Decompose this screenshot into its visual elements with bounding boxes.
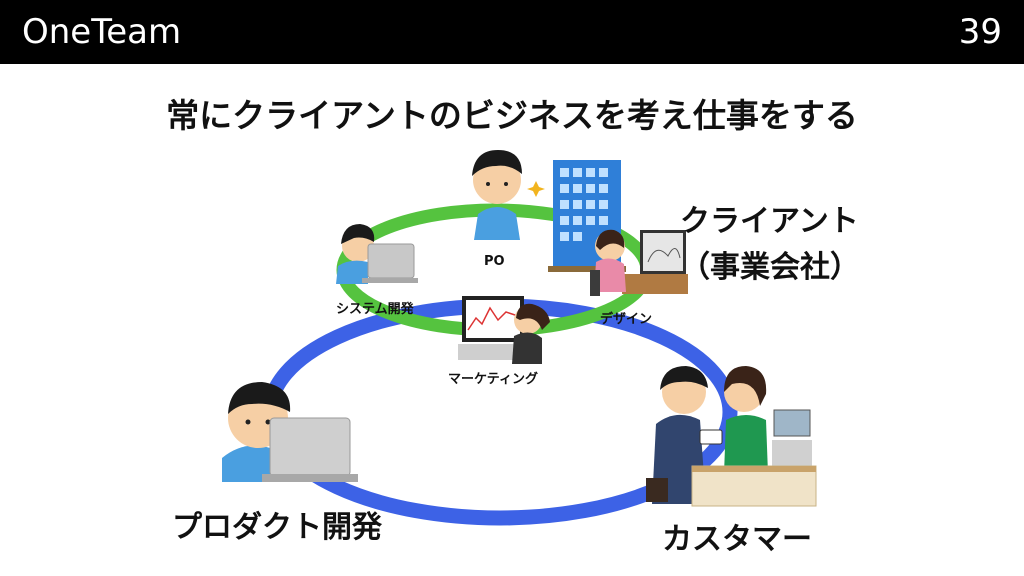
product-dev-person-icon [222,382,358,482]
slide-header: OneTeam 39 [0,0,1024,64]
po-person-icon [472,150,545,240]
header-title: OneTeam [22,12,182,52]
marketing-person-icon [458,296,550,364]
designer-person-icon [590,229,688,296]
system-dev-person-icon [336,224,418,284]
client-label-line1: クライアント [680,204,859,239]
system-dev-label: システム開発 [336,302,414,317]
product-dev-label: プロダクト開発 [172,510,382,545]
customer-scene-icon [646,366,817,507]
client-label-line2: （事業会社） [680,250,860,285]
po-label: PO [484,254,505,269]
customer-label: カスタマー [662,522,812,557]
slide-subtitle: 常にクライアントのビジネスを考え仕事をする [166,96,858,135]
marketing-label: マーケティング [448,372,538,387]
design-label: デザイン [600,312,653,327]
page-number: 39 [958,12,1002,52]
